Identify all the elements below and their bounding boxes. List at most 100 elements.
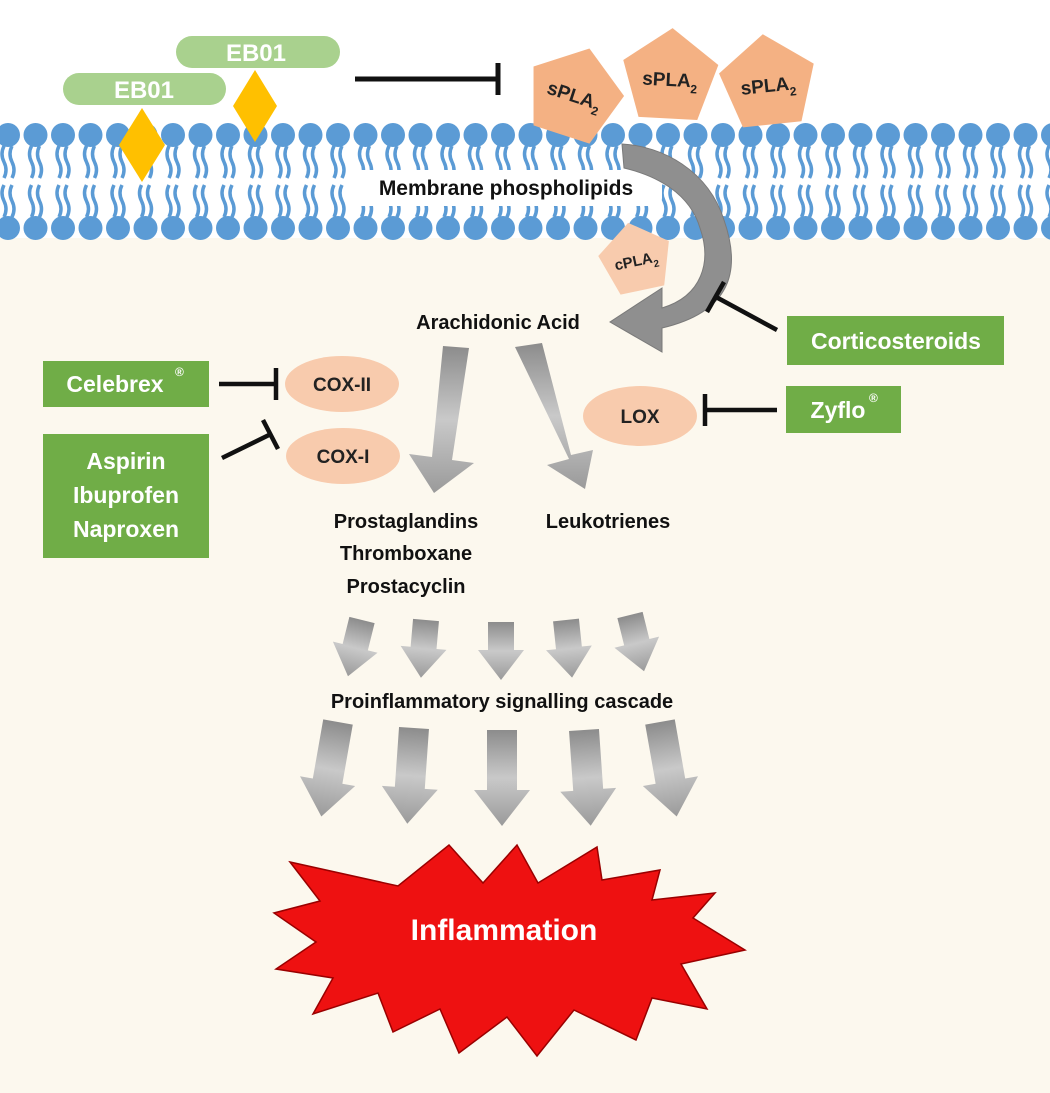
phospholipid-tail (8, 184, 16, 218)
phospholipid-tail (330, 145, 338, 179)
phospholipid-tail (90, 145, 99, 179)
corticosteroids-box (787, 316, 1004, 365)
spla2-enzyme-1: sPLA2 (533, 48, 625, 144)
phospholipid-tail (255, 184, 264, 218)
phospholipid-tail (970, 184, 979, 218)
phospholipid-tail (82, 145, 91, 179)
cascade-arrow (560, 728, 617, 826)
phospholipid-head (23, 216, 48, 240)
corticosteroids-inhibition-line (714, 295, 779, 332)
cascade-arrow (332, 616, 378, 677)
phospholipid-tail (302, 184, 311, 218)
phospholipid-tail (330, 184, 338, 218)
phospholipid-tail (338, 145, 346, 179)
phospholipid-head (51, 216, 75, 240)
phospholipid-head (601, 123, 625, 147)
phospholipid-head (491, 216, 515, 240)
cox2-label: COX-II (313, 375, 371, 396)
arrow-to-leukotrienes (515, 343, 593, 489)
phospholipid-head (518, 123, 543, 147)
cascade-arrow (400, 618, 447, 678)
phospholipid-tail (962, 184, 971, 218)
phospholipid-head (133, 216, 158, 240)
phospholipid-tail (110, 184, 118, 218)
phospholipid-head (298, 123, 323, 147)
phospholipid-tail (998, 145, 1006, 179)
phospholipid-tail (220, 184, 228, 218)
phospholipid-head (463, 216, 488, 240)
phospholipid-tail (723, 184, 731, 218)
cascade-arrow (478, 622, 524, 680)
phospholipid-tail (825, 184, 833, 218)
phospholipid-head (78, 123, 103, 147)
phospholipid-head (958, 216, 983, 240)
phospholipid-head (1041, 216, 1050, 240)
phospholipid-head (903, 216, 928, 240)
inflammation-burst (272, 843, 747, 1058)
phospholipid-tail (888, 145, 896, 179)
phospholipid-tail (1017, 145, 1026, 179)
phospholipid-head (821, 123, 845, 147)
phospholipid-tail (695, 145, 704, 179)
phospholipid-tail (27, 145, 36, 179)
phospholipid-tail (338, 184, 346, 218)
phospholipid-head (656, 216, 680, 240)
phospholipid-tail (255, 145, 264, 179)
phospholipid-head (216, 216, 240, 240)
phospholipid-head (683, 123, 708, 147)
arrow-to-prostanoids (409, 346, 474, 493)
phospholipid-tail (63, 145, 71, 179)
phospholipid-head (546, 216, 570, 240)
phospholipid-tail (943, 184, 951, 218)
phospholipid-head (931, 123, 955, 147)
zyflo-label: Zyflo (811, 397, 866, 423)
thromboxane-label: Thromboxane (340, 543, 472, 565)
phospholipid-tail (55, 184, 63, 218)
phospholipid-tail (770, 145, 778, 179)
phospholipid-tail (200, 184, 209, 218)
eb01-peptide-lower: EB01 (63, 73, 226, 105)
phospholipid-tail (723, 145, 731, 179)
phospholipid-head (1041, 123, 1050, 147)
phospholipid-head (518, 216, 543, 240)
prostacyclin-label: Prostacyclin (347, 576, 466, 598)
phospholipid-head (573, 216, 598, 240)
phospholipid-head (766, 123, 790, 147)
phospholipid-tail (247, 145, 256, 179)
arachidonic-acid-label: Arachidonic Acid (416, 312, 580, 334)
phospholipid-tail (778, 184, 786, 218)
phospholipid-head (436, 216, 460, 240)
phospholipid-head (793, 216, 818, 240)
phospholipid-tail (82, 184, 91, 218)
nsaids-inhibition-line (221, 431, 272, 461)
phospholipid-tail (888, 184, 896, 218)
phospholipid-tail (220, 145, 228, 179)
phospholipid-tail (778, 145, 786, 179)
phospholipid-tail (118, 145, 126, 179)
nsaid-aspirin: Aspirin (86, 448, 165, 474)
phospholipid-head (848, 216, 873, 240)
phospholipid-tail (283, 145, 291, 179)
phospholipid-tail (0, 145, 8, 179)
phospholipid-head (188, 123, 213, 147)
phospholipid-head (903, 123, 928, 147)
cox1-enzyme (286, 428, 400, 484)
phospholipid-tail (750, 184, 759, 218)
phospholipid-head (298, 216, 323, 240)
nsaids-box (43, 434, 209, 558)
phospholipid-tail (173, 145, 181, 179)
phospholipid-tail (915, 145, 924, 179)
phospholipid-head (381, 123, 405, 147)
cpla2-enzyme: cPLA2 (598, 222, 669, 295)
phospholipid-tail (118, 184, 126, 218)
phospholipid-head (353, 216, 378, 240)
phospholipid-head (931, 216, 955, 240)
phospholipid-head (738, 216, 763, 240)
phospholipid-tail (55, 145, 63, 179)
phospholipid-head (876, 216, 900, 240)
phospholipid-tail (275, 145, 283, 179)
phospholipid-head (711, 123, 735, 147)
phospholipid-tail (200, 145, 209, 179)
eb01-lower-label: EB01 (114, 77, 174, 104)
phospholipid-head (656, 123, 680, 147)
